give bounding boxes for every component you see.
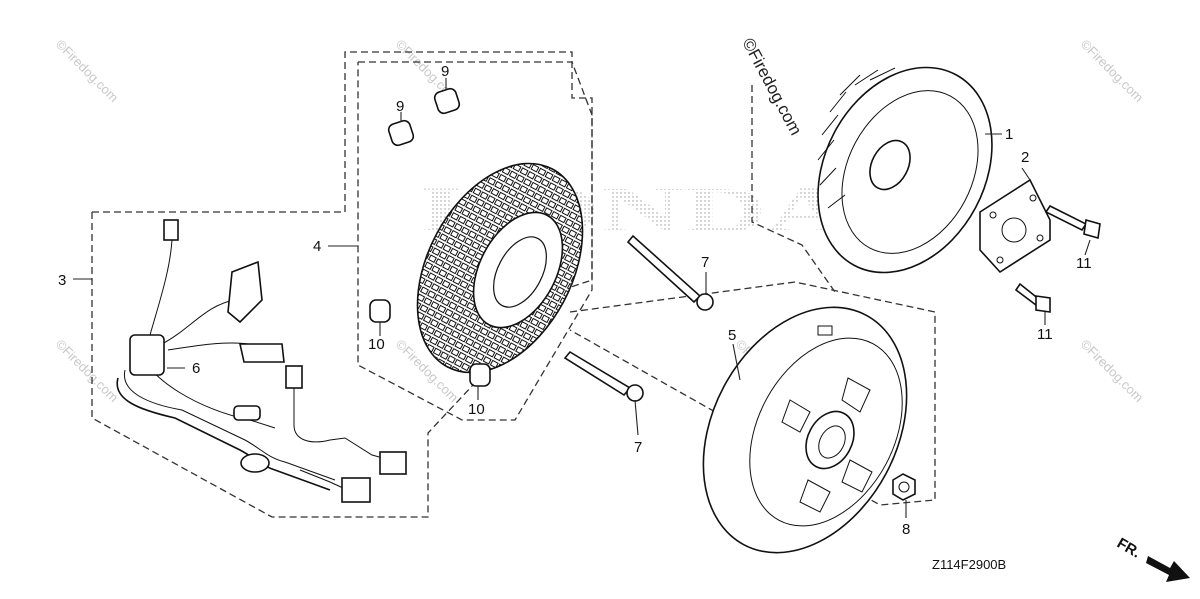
stator-bolts: [563, 234, 714, 402]
harness-plug-b: [239, 343, 285, 363]
leader-lines: [73, 78, 1091, 518]
callout-11-lower: 11: [1037, 326, 1053, 343]
front-direction-indicator: FR.: [1114, 535, 1190, 582]
callout-4: 4: [313, 238, 321, 255]
collar-10-lower: [469, 363, 491, 387]
callout-10-upper: 10: [368, 336, 385, 353]
stator: [416, 162, 584, 374]
watermark: ©Firedog.com: [1078, 37, 1146, 105]
harness-grommet: [129, 334, 165, 376]
fan-group-outline: [751, 85, 836, 293]
collar-9-upper: [433, 87, 461, 115]
callout-11-upper: 11: [1076, 255, 1092, 272]
flange-bolts: [1014, 204, 1101, 313]
flywheel-nut: [892, 473, 916, 501]
callouts: 1 2 3 4 5 6 7 7 8 9 9 10 10 11 11: [58, 63, 1092, 538]
harness-plug-a: [227, 260, 263, 324]
harness-sleeve: [240, 453, 270, 473]
harness-coupler-f: [341, 477, 371, 503]
harness-terminal-top: [163, 219, 179, 241]
callout-10-lower: 10: [468, 401, 485, 418]
callout-8: 8: [902, 521, 910, 538]
watermark: ©Firedog.com: [1078, 337, 1146, 405]
fan-plate: [979, 178, 1051, 274]
callout-3: 3: [58, 272, 66, 289]
wire-harness: [116, 219, 407, 503]
stator-group-outline: [357, 61, 593, 421]
callout-1: 1: [1005, 126, 1013, 143]
harness-connector-d: [233, 405, 261, 421]
harness-group-outline: [91, 51, 593, 518]
callout-7-lower: 7: [634, 439, 642, 456]
callout-7-upper: 7: [701, 254, 709, 271]
callout-2: 2: [1021, 149, 1029, 166]
collar-9-lower: [387, 119, 415, 147]
watermark-main: ©Firedog.com: [738, 35, 805, 138]
cooling-fan: [817, 66, 993, 274]
diagram-code: Z114F2900B: [932, 557, 1006, 572]
harness-connector-c: [285, 365, 303, 389]
callout-9-lower: 9: [396, 98, 404, 115]
callout-6: 6: [192, 360, 200, 377]
watermark: ©Firedog.com: [53, 37, 121, 105]
watermark: ©Firedog.com: [53, 337, 121, 405]
callout-9-upper: 9: [441, 63, 449, 80]
direction-label: FR.: [1114, 535, 1143, 562]
collar-10-upper: [369, 299, 391, 323]
harness-coupler-e: [379, 451, 407, 475]
direction-arrow-icon: [1146, 556, 1190, 582]
callout-5: 5: [728, 327, 736, 344]
flywheel: [702, 306, 908, 554]
